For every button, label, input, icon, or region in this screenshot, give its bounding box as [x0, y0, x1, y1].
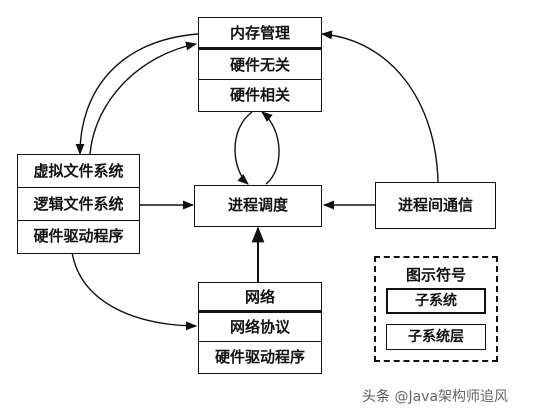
arrow-vfs-to-network	[71, 251, 198, 331]
legend-subsystem-layer-symbol: 子系统层	[386, 324, 486, 350]
ipc-subsystem: 进程间通信	[375, 182, 496, 229]
watermark-prefix: 头条	[362, 389, 390, 405]
vfs-subsystem: 虚拟文件系统 逻辑文件系统 硬件驱动程序	[17, 154, 140, 254]
memory-layer-hardware-independent: 硬件无关	[199, 50, 321, 80]
ipc-title: 进程间通信	[397, 196, 473, 214]
arrow-vfs-to-memory	[89, 41, 198, 155]
vfs-layer-virtual: 虚拟文件系统	[18, 155, 139, 188]
vfs-layer-driver: 硬件驱动程序	[33, 227, 124, 245]
arrow-memory-to-scheduler	[234, 111, 253, 185]
scheduler-title: 进程调度	[227, 196, 288, 214]
memory-subsystem: 内存管理 硬件无关 硬件相关	[198, 17, 322, 112]
arrow-scheduler-to-memory	[261, 111, 280, 185]
vfs-layer-logical: 逻辑文件系统	[18, 188, 139, 221]
legend-subsystem-symbol: 子系统	[386, 288, 486, 314]
network-title: 网络	[199, 283, 321, 313]
memory-layer-hardware-dependent: 硬件相关	[229, 86, 290, 104]
legend: 图示符号 子系统 子系统层	[374, 256, 498, 362]
arrow-memory-to-vfs	[75, 33, 199, 156]
watermark-text: @Java架构师追风	[394, 389, 509, 405]
scheduler-subsystem: 进程调度	[194, 185, 322, 227]
legend-title: 图示符号	[405, 266, 466, 284]
network-subsystem: 网络 网络协议 硬件驱动程序	[198, 282, 322, 374]
network-layer-driver: 硬件驱动程序	[214, 348, 305, 366]
watermark: 头条 @Java架构师追风	[362, 386, 508, 406]
memory-title: 内存管理	[199, 18, 321, 50]
network-layer-protocol: 网络协议	[199, 313, 321, 342]
arrow-ipc-to-memory	[320, 30, 439, 183]
